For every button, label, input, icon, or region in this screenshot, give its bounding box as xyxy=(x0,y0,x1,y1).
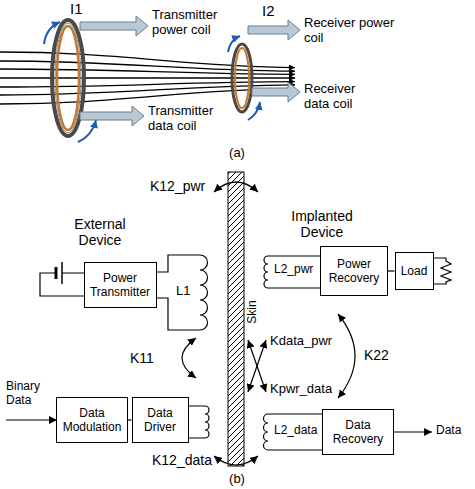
current-arrow xyxy=(44,22,60,44)
coil-label: Transmitter data coil xyxy=(148,104,228,134)
box-label: Load xyxy=(401,264,428,278)
coupling-label: K12_pwr xyxy=(150,178,205,194)
receiver-coil xyxy=(232,44,252,112)
current-arrow xyxy=(248,102,260,120)
box-label: Data Driver xyxy=(137,406,184,435)
panel-label: (a) xyxy=(217,146,257,161)
coil-label: Receiver data coil xyxy=(304,82,379,112)
coupling-label: Kdata_pwr xyxy=(270,334,332,349)
recovery-box: Power Recovery xyxy=(320,246,388,296)
box-label: Power Recovery xyxy=(325,257,383,286)
skin-label: Skin xyxy=(246,298,260,325)
coupling-label: Kpwr_data xyxy=(270,382,332,397)
transmitter-box: Power Transmitter xyxy=(84,262,157,308)
inductor-symbol xyxy=(264,256,268,288)
current-label: I1 xyxy=(70,0,83,17)
signal-label: Data xyxy=(436,424,461,438)
signal-arrow xyxy=(6,419,57,420)
receiver-coil xyxy=(235,48,249,108)
current-label: I2 xyxy=(262,2,275,19)
coupling-arrow xyxy=(182,338,196,378)
coupling-label: K11 xyxy=(130,350,154,366)
box-label: Data Recovery xyxy=(327,418,389,447)
battery-symbol xyxy=(61,262,63,284)
pointer-arrow xyxy=(80,106,144,126)
coil-label: Transmitter power coil xyxy=(152,8,232,38)
coupling-arrow xyxy=(214,456,258,465)
coupling-arrow xyxy=(248,340,266,392)
driver-box: Data Driver xyxy=(132,397,189,443)
modulation-box: Data Modulation xyxy=(56,397,128,443)
recovery-box: Data Recovery xyxy=(322,409,394,455)
wiring xyxy=(6,182,451,465)
box-label: Power Transmitter xyxy=(89,271,152,300)
inductor-label: L2_pwr xyxy=(274,263,313,277)
transmitter-coil xyxy=(52,20,84,136)
current-arrow xyxy=(228,36,240,52)
side-heading: External Device xyxy=(65,216,135,248)
coupling-label: K22 xyxy=(364,347,389,363)
panel-label: (b) xyxy=(217,472,257,487)
load-box: Load xyxy=(395,252,434,290)
coupling-arrow xyxy=(338,314,355,398)
transmitter-coil xyxy=(55,23,81,133)
battery-symbol xyxy=(55,267,58,279)
pointer-arrow xyxy=(252,82,300,102)
inductor-symbol xyxy=(264,414,269,450)
pointer-arrow xyxy=(248,20,300,40)
signal-label: Binary Data xyxy=(6,380,51,408)
transmitter-coil xyxy=(57,26,79,130)
coupling-label: K12_data xyxy=(152,452,212,468)
inductor-label: L1 xyxy=(176,284,190,299)
inductor-symbol xyxy=(200,255,208,330)
inductor-symbol xyxy=(205,406,209,438)
coupling-arrow xyxy=(214,182,258,192)
coil-label: Receiver power coil xyxy=(304,16,404,46)
coupling-arrow xyxy=(248,340,266,392)
current-arrows xyxy=(44,22,260,142)
current-arrow xyxy=(78,120,96,142)
box-label: Data Modulation xyxy=(61,406,123,435)
skin-band xyxy=(228,172,244,466)
side-heading: Implanted Device xyxy=(280,208,364,240)
inductor-label: L2_data xyxy=(274,424,317,438)
pointer-arrow xyxy=(80,16,148,36)
